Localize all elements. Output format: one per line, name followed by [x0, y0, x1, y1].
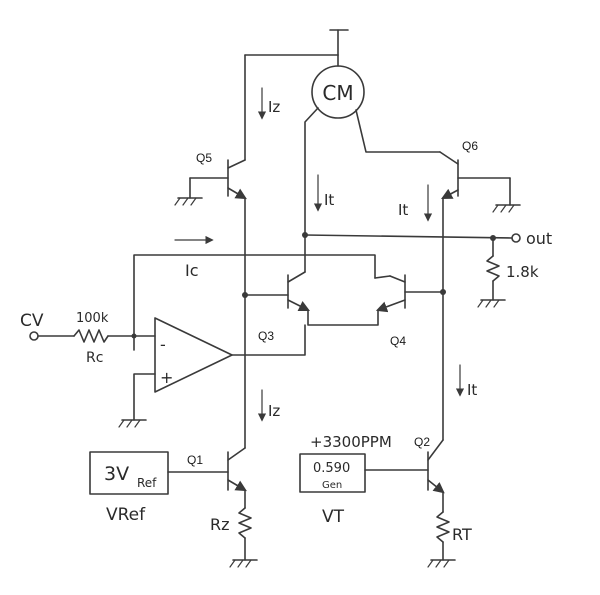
- iz-bottom-label: Iz: [268, 402, 280, 420]
- vref-box-sub-label: Ref: [137, 476, 157, 490]
- q5-label: Q5: [196, 151, 212, 165]
- current-meter-cm: CM: [311, 54, 365, 119]
- output-bus: [304, 234, 513, 239]
- resistor-rc: [73, 329, 109, 343]
- ground-rt: [427, 559, 456, 568]
- it-bottom-label: It: [467, 381, 477, 399]
- opamp-plus-wire: [133, 373, 156, 421]
- q4-label: Q4: [390, 334, 406, 348]
- ground-opamp: [118, 419, 147, 428]
- q1-label: Q1: [187, 453, 203, 467]
- opamp-minus-label: -: [160, 335, 166, 354]
- rc-value-label: 100k: [76, 311, 109, 326]
- resistor-1-8k: [486, 237, 500, 301]
- ground-q5: [174, 197, 203, 206]
- transistor-q3: [244, 234, 311, 312]
- opamp-output-wire: [231, 324, 306, 356]
- transistor-q5: [189, 159, 247, 200]
- junction-dot: [131, 333, 137, 339]
- ppm-label: +3300PPM: [310, 433, 392, 451]
- it-left-label: It: [324, 191, 334, 209]
- gen-value-label: 0.590: [313, 461, 350, 476]
- transistor-q2: [364, 439, 445, 494]
- it-right-label: It: [398, 201, 408, 219]
- opamp: - +: [154, 317, 233, 393]
- diff-pair-tail: [307, 309, 379, 326]
- cm-right-lead: [355, 109, 441, 153]
- vref-source: 3V Ref: [89, 451, 169, 495]
- rc-label: Rc: [86, 350, 103, 366]
- ic-feedback-wire: [133, 254, 376, 351]
- rt-label: RT: [452, 525, 472, 544]
- r-out-label: 1.8k: [506, 263, 539, 281]
- rz-label: Rz: [210, 515, 230, 534]
- resistor-rz: [238, 507, 252, 539]
- q6-label: Q6: [462, 139, 478, 153]
- cm-label: CM: [322, 81, 353, 105]
- vref-box-label: 3V: [104, 463, 129, 485]
- transistor-q4: [374, 274, 444, 313]
- ground-out: [477, 299, 506, 308]
- ground-rz: [229, 559, 258, 568]
- vt-generator: 0.590 Gen: [299, 453, 366, 493]
- cv-terminal: [29, 331, 39, 341]
- ic-label: Ic: [185, 261, 199, 280]
- q3-label: Q3: [258, 329, 274, 343]
- resistor-rt: [436, 511, 450, 543]
- gen-label: Gen: [322, 480, 342, 491]
- out-terminal: [511, 233, 521, 243]
- ground-q6: [492, 204, 521, 213]
- iz-top-label: Iz: [268, 98, 280, 116]
- cv-label: CV: [20, 311, 44, 331]
- transistor-q6: [439, 151, 511, 206]
- transistor-q1: [167, 447, 247, 492]
- vref-label: VRef: [106, 505, 146, 525]
- out-label: out: [526, 229, 552, 248]
- cm-left-lead: [304, 107, 319, 236]
- vt-label: VT: [322, 507, 345, 527]
- junction-dot: [440, 289, 446, 295]
- supply-terminal: [329, 29, 349, 56]
- q2-label: Q2: [414, 435, 430, 449]
- opamp-plus-label: +: [160, 368, 173, 387]
